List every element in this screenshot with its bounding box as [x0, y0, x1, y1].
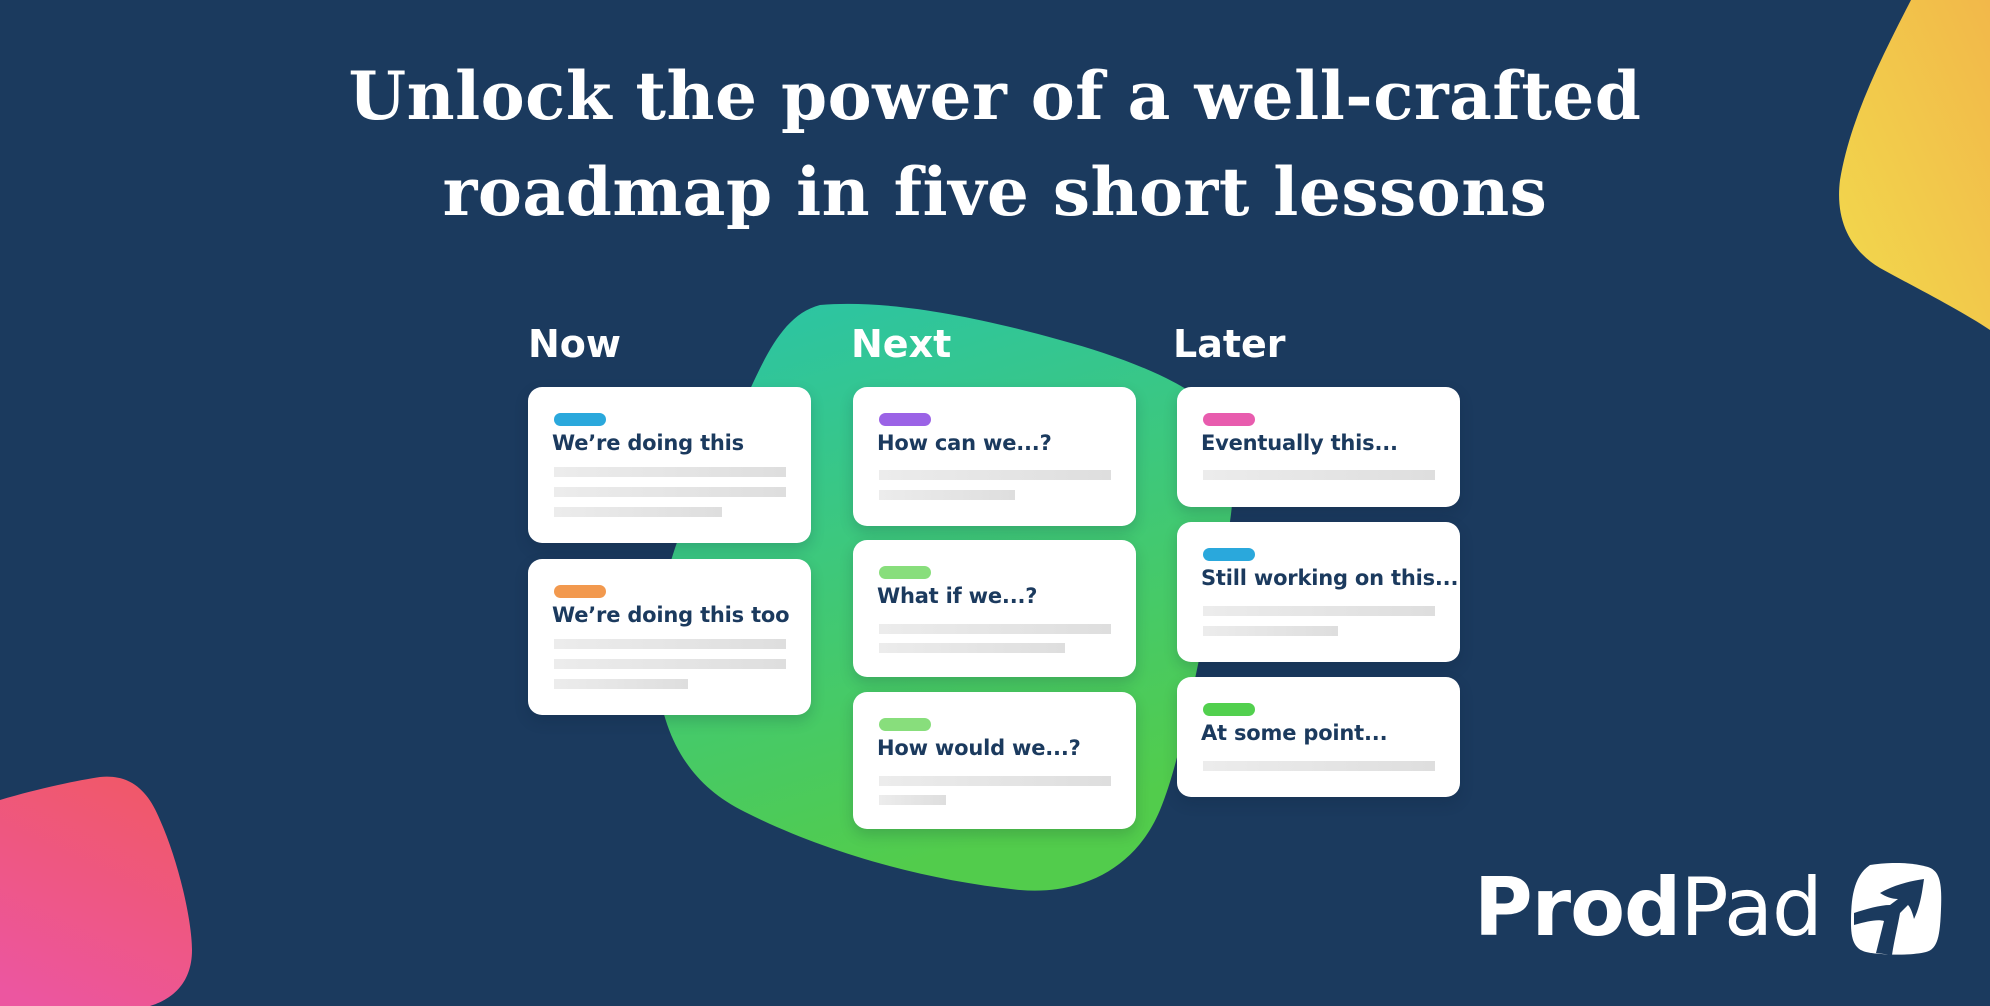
tag-pill	[879, 718, 931, 731]
card-title: Eventually this...	[1201, 431, 1398, 455]
skeleton-line	[554, 487, 786, 497]
logo-wordmark: ProdPad	[1474, 858, 1823, 958]
skeleton-line	[554, 639, 786, 649]
card-title: What if we...?	[877, 584, 1038, 608]
roadmap-card-next-3[interactable]: How would we...?	[853, 692, 1136, 829]
tag-pill	[554, 413, 606, 426]
skeleton-line	[1203, 626, 1338, 636]
skeleton-line	[1203, 606, 1435, 616]
headline-line-2: roadmap in five short lessons	[442, 153, 1548, 231]
tag-pill	[1203, 413, 1255, 426]
pink-blob	[0, 776, 192, 1006]
roadmap-card-later-3[interactable]: At some point...	[1177, 677, 1460, 797]
skeleton-line	[879, 490, 1015, 500]
card-title: How can we...?	[877, 431, 1052, 455]
skeleton-line	[1203, 761, 1435, 771]
skeleton-line	[879, 776, 1111, 786]
skeleton-line	[1203, 470, 1435, 480]
roadmap-card-next-2[interactable]: What if we...?	[853, 540, 1136, 677]
skeleton-line	[879, 643, 1065, 653]
card-title: How would we...?	[877, 736, 1081, 760]
card-title: We’re doing this	[552, 431, 744, 455]
skeleton-line	[554, 679, 688, 689]
roadmap-card-later-2[interactable]: Still working on this...	[1177, 522, 1460, 662]
yellow-blob	[1839, 0, 1990, 330]
skeleton-line	[554, 467, 786, 477]
roadmap-card-now-2[interactable]: We’re doing this too	[528, 559, 811, 715]
headline: Unlock the power of a well-crafted roadm…	[0, 48, 1990, 240]
headline-line-1: Unlock the power of a well-crafted	[348, 57, 1642, 135]
logo-wordmark-bold: Prod	[1474, 861, 1681, 954]
card-title: Still working on this...	[1201, 566, 1459, 590]
prodpad-arrow-icon	[1851, 863, 1942, 955]
tag-pill	[554, 585, 606, 598]
tag-pill	[1203, 703, 1255, 716]
column-header-now: Now	[528, 322, 622, 366]
prodpad-logo: ProdPad	[1474, 858, 1944, 958]
logo-wordmark-light: Pad	[1680, 861, 1822, 954]
skeleton-line	[879, 795, 946, 805]
skeleton-line	[554, 507, 722, 517]
tag-pill	[1203, 548, 1255, 561]
column-header-later: Later	[1173, 322, 1286, 366]
skeleton-line	[879, 470, 1111, 480]
column-header-next: Next	[851, 322, 952, 366]
roadmap-card-now-1[interactable]: We’re doing this	[528, 387, 811, 543]
card-title: We’re doing this too	[552, 603, 790, 627]
tag-pill	[879, 566, 931, 579]
roadmap-card-later-1[interactable]: Eventually this...	[1177, 387, 1460, 507]
skeleton-line	[879, 624, 1111, 634]
skeleton-line	[554, 659, 786, 669]
roadmap-card-next-1[interactable]: How can we...?	[853, 387, 1136, 526]
tag-pill	[879, 413, 931, 426]
card-title: At some point...	[1201, 721, 1388, 745]
